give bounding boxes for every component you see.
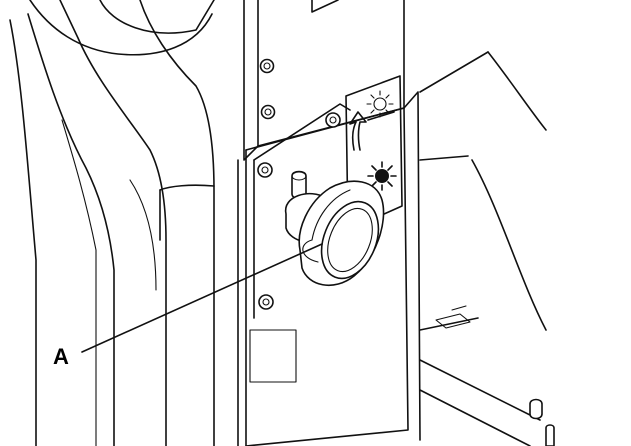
knob-assembly	[284, 180, 385, 286]
callout-label: A	[53, 344, 69, 369]
curved-arrow-icon	[349, 111, 367, 151]
symbol-panel	[345, 75, 403, 231]
left-frame	[9, 0, 215, 446]
screw-head	[258, 294, 274, 310]
light-burst-icon	[366, 90, 395, 121]
bolt	[529, 398, 543, 420]
knob-face	[320, 200, 380, 280]
bolt	[545, 424, 555, 446]
shaded-burst-icon	[367, 161, 397, 191]
upper-back-panel	[243, 0, 405, 161]
callout-a: A	[53, 243, 323, 369]
screw-head	[260, 104, 276, 120]
label-plate	[249, 329, 297, 383]
mounting-plate	[237, 91, 421, 446]
screw-head	[259, 58, 275, 74]
screw-head	[325, 112, 341, 128]
screw-head	[257, 162, 273, 178]
right-structure	[419, 51, 555, 446]
